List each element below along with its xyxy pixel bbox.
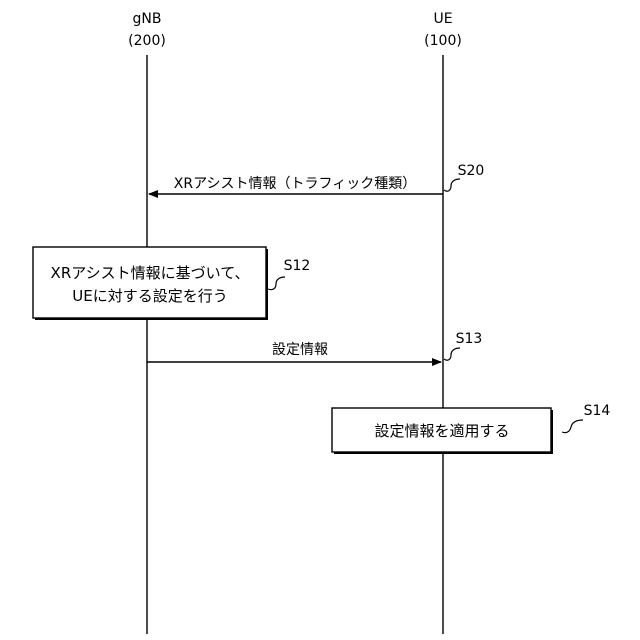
message-label-s13: 設定情報 xyxy=(272,342,328,358)
participant-id-gnb: (200) xyxy=(128,33,166,49)
step-label-s14: S14 xyxy=(584,403,611,419)
process-text-s12-line2: UEに対する設定を行う xyxy=(72,287,227,305)
step-label-s12: S12 xyxy=(284,258,311,274)
process-text-s12-line1: XRアシスト情報に基づいて、 xyxy=(51,264,250,282)
step-leader-s20 xyxy=(444,179,460,191)
participant-name-gnb: gNB xyxy=(133,11,162,27)
step-leader-s12 xyxy=(268,277,285,290)
step-label-s13: S13 xyxy=(456,331,483,347)
process-text-s14-line1: 設定情報を適用する xyxy=(374,422,509,440)
step-label-s20: S20 xyxy=(458,163,485,179)
message-label-s20: XRアシスト情報（トラフィック種類） xyxy=(174,176,416,192)
step-leader-s14 xyxy=(562,420,583,433)
step-leader-s13 xyxy=(444,348,460,360)
participant-name-ue: UE xyxy=(433,11,452,27)
process-box-s12 xyxy=(33,247,266,318)
participant-id-ue: (100) xyxy=(424,33,462,49)
